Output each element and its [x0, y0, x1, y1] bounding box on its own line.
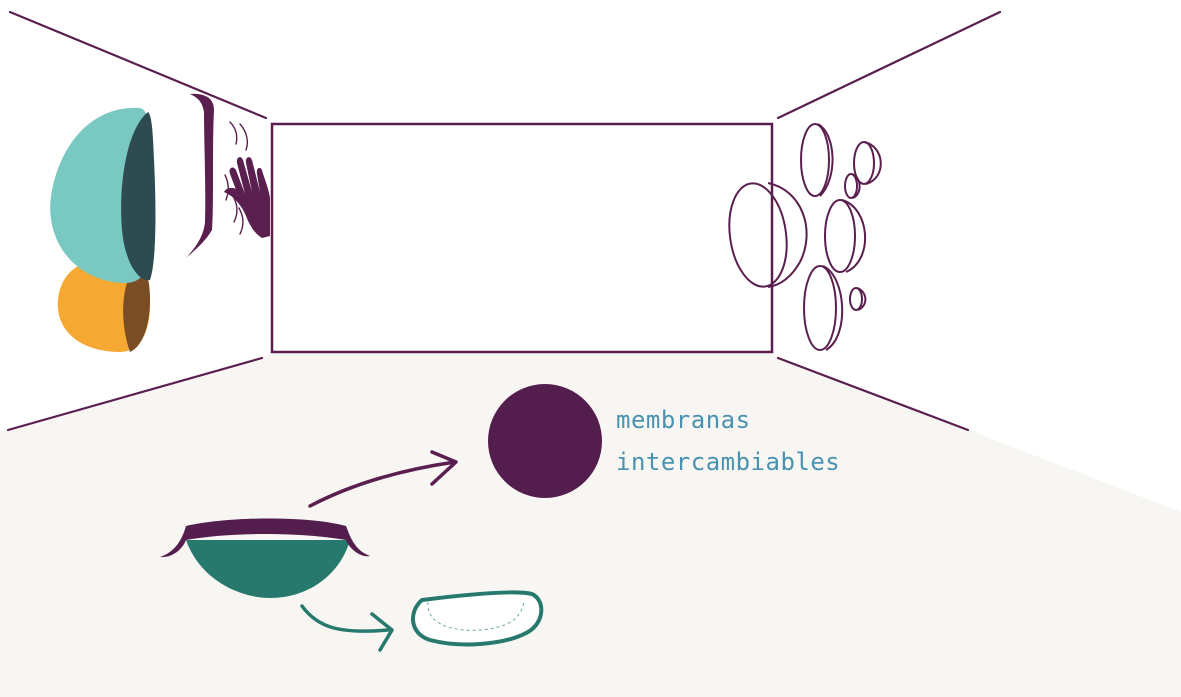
membrane-piece	[413, 592, 541, 644]
back-wall	[272, 124, 772, 352]
detached-membrane	[413, 592, 541, 644]
hemisphere-6	[804, 266, 842, 350]
label-intercambiables: intercambiables	[616, 448, 840, 476]
label-membranas: membranas	[616, 406, 751, 434]
floor	[0, 354, 1181, 697]
pressing-membrane	[186, 94, 270, 258]
hemisphere-2	[801, 124, 833, 196]
membrane-bracket	[186, 94, 214, 258]
left-wall-membranes	[50, 108, 155, 352]
right-wall-hemispheres	[723, 124, 881, 350]
ceiling-line-left	[10, 12, 266, 118]
ceiling-line-right	[778, 12, 1000, 118]
hand-icon	[224, 157, 270, 238]
hemisphere-4	[845, 174, 860, 198]
large-hemisphere	[723, 180, 807, 291]
hemisphere-5	[825, 200, 865, 272]
hemisphere-7	[850, 288, 865, 310]
membrane-disc	[488, 384, 602, 498]
